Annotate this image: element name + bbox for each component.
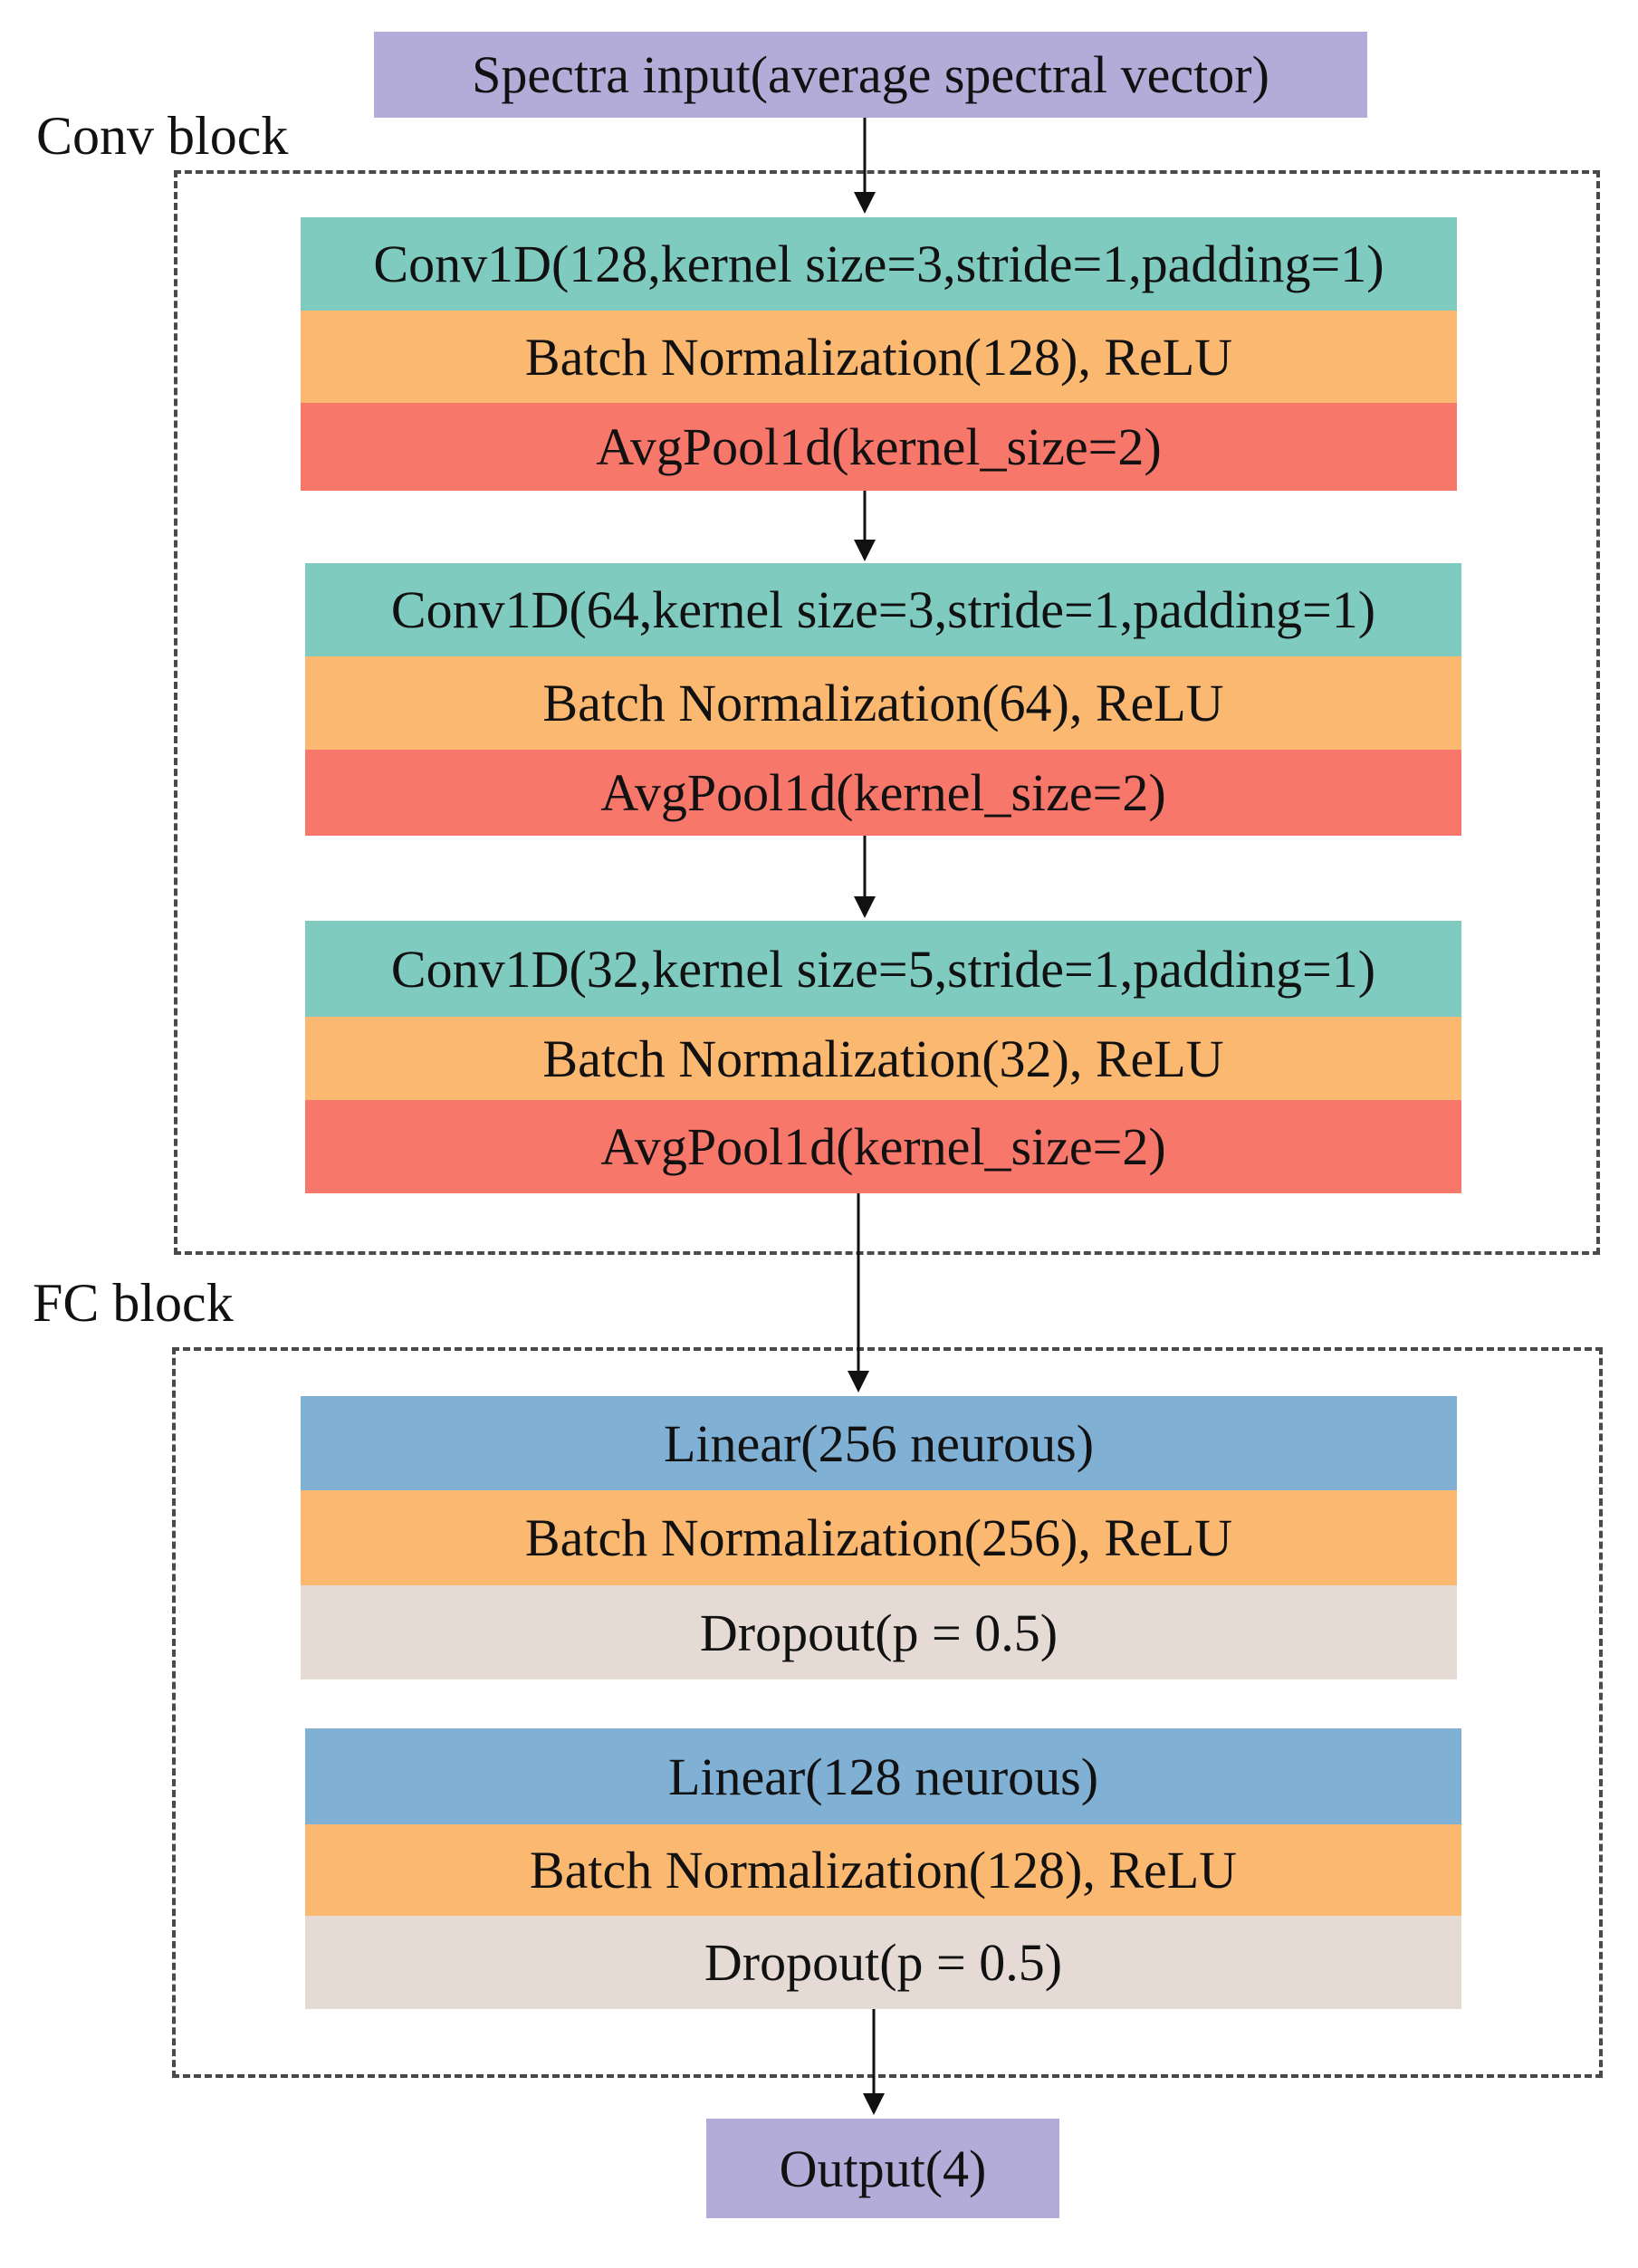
avgpool-layer-3: AvgPool1d(kernel_size=2) xyxy=(305,1100,1461,1193)
output-label: Output(4) xyxy=(779,2139,987,2198)
linear-layer-1-label: Linear(256 neurous) xyxy=(663,1413,1095,1473)
batch-norm-layer-1-label: Batch Normalization(128), ReLU xyxy=(524,327,1233,387)
avgpool-layer-2: AvgPool1d(kernel_size=2) xyxy=(305,750,1461,836)
conv1d-layer-1: Conv1D(128,kernel size=3,stride=1,paddin… xyxy=(301,217,1457,311)
input-box: Spectra input(average spectral vector) xyxy=(374,32,1367,118)
dropout-layer-1-label: Dropout(p = 0.5) xyxy=(699,1603,1058,1662)
avgpool-layer-1-label: AvgPool1d(kernel_size=2) xyxy=(596,417,1162,476)
fc-batch-norm-layer-1: Batch Normalization(256), ReLU xyxy=(301,1490,1457,1585)
fc-batch-norm-layer-2-label: Batch Normalization(128), ReLU xyxy=(529,1841,1238,1900)
dropout-layer-2: Dropout(p = 0.5) xyxy=(305,1916,1461,2009)
conv1d-layer-1-label: Conv1D(128,kernel size=3,stride=1,paddin… xyxy=(373,234,1384,293)
batch-norm-layer-1: Batch Normalization(128), ReLU xyxy=(301,311,1457,403)
output-box: Output(4) xyxy=(706,2119,1059,2218)
avgpool-layer-1: AvgPool1d(kernel_size=2) xyxy=(301,403,1457,491)
fc-block-frame xyxy=(172,1347,1603,2078)
batch-norm-layer-2: Batch Normalization(64), ReLU xyxy=(305,656,1461,750)
fc-batch-norm-layer-2: Batch Normalization(128), ReLU xyxy=(305,1824,1461,1916)
conv-block-title: Conv block xyxy=(36,106,289,166)
dropout-layer-2-label: Dropout(p = 0.5) xyxy=(704,1933,1063,1992)
linear-layer-2: Linear(128 neurous) xyxy=(305,1728,1461,1824)
linear-layer-1: Linear(256 neurous) xyxy=(301,1396,1457,1490)
conv1d-layer-3-label: Conv1D(32,kernel size=5,stride=1,padding… xyxy=(390,939,1376,999)
batch-norm-layer-3: Batch Normalization(32), ReLU xyxy=(305,1017,1461,1100)
arrowhead-fc2-to-output xyxy=(863,2093,885,2115)
dropout-layer-1: Dropout(p = 0.5) xyxy=(301,1585,1457,1679)
avgpool-layer-3-label: AvgPool1d(kernel_size=2) xyxy=(600,1117,1166,1176)
conv1d-layer-2-label: Conv1D(64,kernel size=3,stride=1,padding… xyxy=(390,580,1376,639)
batch-norm-layer-2-label: Batch Normalization(64), ReLU xyxy=(542,674,1224,732)
linear-layer-2-label: Linear(128 neurous) xyxy=(667,1746,1099,1806)
input-label: Spectra input(average spectral vector) xyxy=(472,45,1269,104)
fc-batch-norm-layer-1-label: Batch Normalization(256), ReLU xyxy=(524,1508,1233,1567)
batch-norm-layer-3-label: Batch Normalization(32), ReLU xyxy=(542,1029,1224,1088)
conv1d-layer-3: Conv1D(32,kernel size=5,stride=1,padding… xyxy=(305,921,1461,1017)
conv1d-layer-2: Conv1D(64,kernel size=3,stride=1,padding… xyxy=(305,563,1461,656)
avgpool-layer-2-label: AvgPool1d(kernel_size=2) xyxy=(600,763,1166,822)
conv-block-frame xyxy=(174,170,1600,1255)
fc-block-title: FC block xyxy=(33,1273,234,1333)
